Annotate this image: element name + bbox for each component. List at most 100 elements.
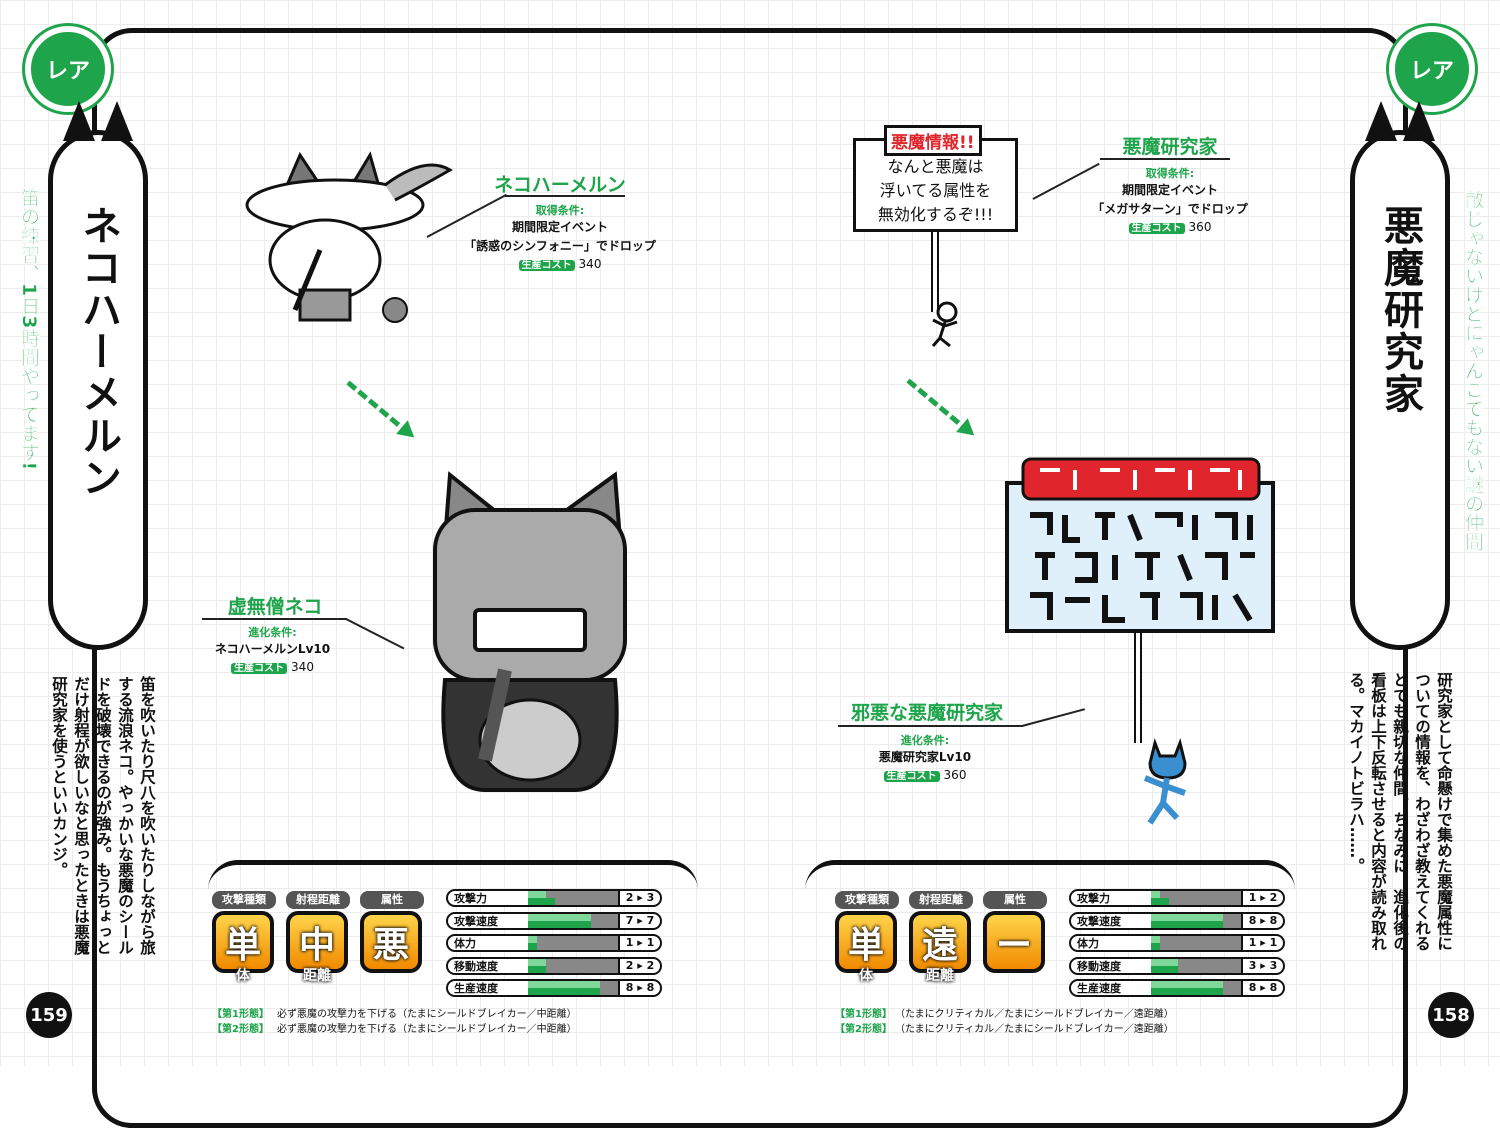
form-label: 【第2形態】 <box>212 1024 269 1035</box>
caption-right: 敵じゃないけどにゃんこでもない謎の仲間 <box>1462 190 1484 551</box>
cat-ear <box>63 101 95 141</box>
stat-bar-second-form <box>528 943 537 950</box>
stat-bar-second-form <box>528 898 555 905</box>
stat-label: 攻撃速度 <box>1077 914 1121 928</box>
stat-row: 体力 1 ▸ 1 <box>446 934 662 952</box>
attribute-box: 単 <box>212 911 274 973</box>
character-title: ネコハーメルン <box>75 205 121 499</box>
leader-line <box>838 725 1023 727</box>
rarity-badge-right: レア <box>1389 26 1475 112</box>
stat-bar-first-form <box>528 981 600 988</box>
sign-line: 無効化するぞ!!! <box>877 205 994 224</box>
form-label: 【第1形態】 <box>835 1009 892 1020</box>
stat-bar-second-form <box>1151 943 1160 950</box>
rarity-label: レア <box>1409 59 1454 84</box>
stat-label: 攻撃力 <box>454 892 487 905</box>
cost-value: 340 <box>291 660 314 674</box>
stat-row: 攻撃速度 7 ▸ 7 <box>446 911 662 930</box>
stat-bar-second-form <box>1151 988 1223 995</box>
stat-bar-first-form <box>1151 913 1223 921</box>
stat-label: 移動速度 <box>454 959 498 973</box>
condition-label: 進化条件: <box>248 626 297 639</box>
devil-info-sign: 悪魔情報!! なんと悪魔は 浮いてる属性を 無効化するぞ!!! <box>853 125 1018 232</box>
unit-name: ネコハーメルン <box>494 174 626 196</box>
sign-line: なんと悪魔は <box>887 157 984 176</box>
stat-value: 3 ▸ 3 <box>1241 958 1283 973</box>
stat-value: 1 ▸ 1 <box>618 936 660 950</box>
rarity-badge-left: レア <box>25 26 111 112</box>
attribute-value: 遠 <box>921 925 958 966</box>
attribute-box: ー <box>983 911 1045 973</box>
stat-bar-first-form <box>528 891 546 898</box>
cost-value: 340 <box>578 257 602 271</box>
nekohamelin-illustration <box>245 151 453 323</box>
sign-pole <box>931 232 939 312</box>
stats-panel-left: 攻撃種類単体射程距離中距離属性悪 攻撃力 2 ▸ 3 攻撃速度 7 ▸ 7 体力… <box>208 860 698 1070</box>
cost-label: 生産コスト <box>518 260 575 271</box>
cat-ear <box>1365 101 1397 141</box>
stat-bar <box>528 913 618 928</box>
attribute-value: ー <box>995 925 1032 966</box>
unit-name: 虚無僧ネコ <box>227 596 323 618</box>
cat-ear <box>1403 101 1435 141</box>
caption-left: 笛の練習、1日3時間やってます! <box>18 188 40 471</box>
attribute-box: 遠 <box>909 911 971 973</box>
attribute-value: 悪 <box>372 925 409 966</box>
form-note: 【第1形態】必ず悪魔の攻撃力を下げる（たまにシールドブレイカー／中距離） <box>212 1005 577 1020</box>
form-label: 【第2形態】 <box>835 1024 892 1035</box>
stat-bar-first-form <box>1151 891 1160 898</box>
stat-bar-first-form <box>1151 958 1178 966</box>
demon-script-sign-illustration <box>1005 457 1275 633</box>
stat-value: 8 ▸ 8 <box>618 981 660 995</box>
attribute-sub: 距離 <box>926 968 954 984</box>
leader-line <box>1100 158 1230 160</box>
cost-label: 生産コスト <box>883 771 940 782</box>
cat-ear <box>101 101 133 141</box>
blue-devil-figure-illustration <box>1143 738 1187 825</box>
cost-label: 生産コスト <box>231 663 288 674</box>
stat-value: 7 ▸ 7 <box>618 913 660 928</box>
stat-bar <box>1151 936 1241 950</box>
stat-row: 移動速度 2 ▸ 2 <box>446 956 662 975</box>
stat-value: 8 ▸ 8 <box>1241 981 1283 995</box>
form-note: 【第2形態】必ず悪魔の攻撃力を下げる（たまにシールドブレイカー／中距離） <box>212 1020 577 1035</box>
stat-bar-first-form <box>528 936 537 943</box>
attribute-sub: 体 <box>859 968 873 984</box>
stat-bar-first-form <box>1151 936 1160 943</box>
attribute-box: 悪 <box>360 911 422 973</box>
stat-label: 生産速度 <box>454 982 498 995</box>
attribute-label: 属性 <box>983 891 1047 909</box>
condition-label: 取得条件: <box>535 204 585 217</box>
stats-panel-right: 攻撃種類単体射程距離遠距離属性ー 攻撃力 1 ▸ 2 攻撃速度 8 ▸ 8 体力… <box>805 860 1295 1070</box>
unit-name: 悪魔研究家 <box>1122 136 1218 158</box>
condition-line: ネコハーメルンLv10 <box>214 642 331 656</box>
stat-bar-first-form <box>528 958 546 966</box>
stat-bar <box>1151 913 1241 928</box>
stat-label: 体力 <box>454 937 476 950</box>
stat-bar-second-form <box>1151 898 1169 905</box>
title-bubble-right: 悪魔研究家 <box>1350 101 1450 650</box>
stat-value: 2 ▸ 3 <box>618 891 660 905</box>
description-right: 研究家として命懸けで集めた悪魔属性についての情報を、わざわざ教えてくれるとても親… <box>1347 672 1453 951</box>
form-note: 【第1形態】（たまにクリティカル／たまにシールドブレイカー／遠距離） <box>835 1005 1174 1020</box>
stat-bar-second-form <box>528 920 591 928</box>
leader-line <box>505 195 625 197</box>
condition-label: 進化条件: <box>900 734 950 747</box>
character-title: 悪魔研究家 <box>1377 205 1423 415</box>
sign-pole <box>1134 633 1142 743</box>
stat-label: 攻撃速度 <box>454 914 498 928</box>
sign-header: 悪魔情報!! <box>884 125 982 156</box>
stat-bar <box>528 891 618 905</box>
stat-bar <box>528 958 618 973</box>
cost-value: 360 <box>1188 220 1212 234</box>
stat-bar-second-form <box>1151 965 1178 973</box>
stat-label: 攻撃力 <box>1077 892 1110 905</box>
stat-row: 生産速度 8 ▸ 8 <box>446 979 662 997</box>
unit-name: 邪悪な悪魔研究家 <box>850 702 1003 724</box>
attribute-value: 中 <box>298 925 335 966</box>
attribute-value: 単 <box>224 925 261 966</box>
